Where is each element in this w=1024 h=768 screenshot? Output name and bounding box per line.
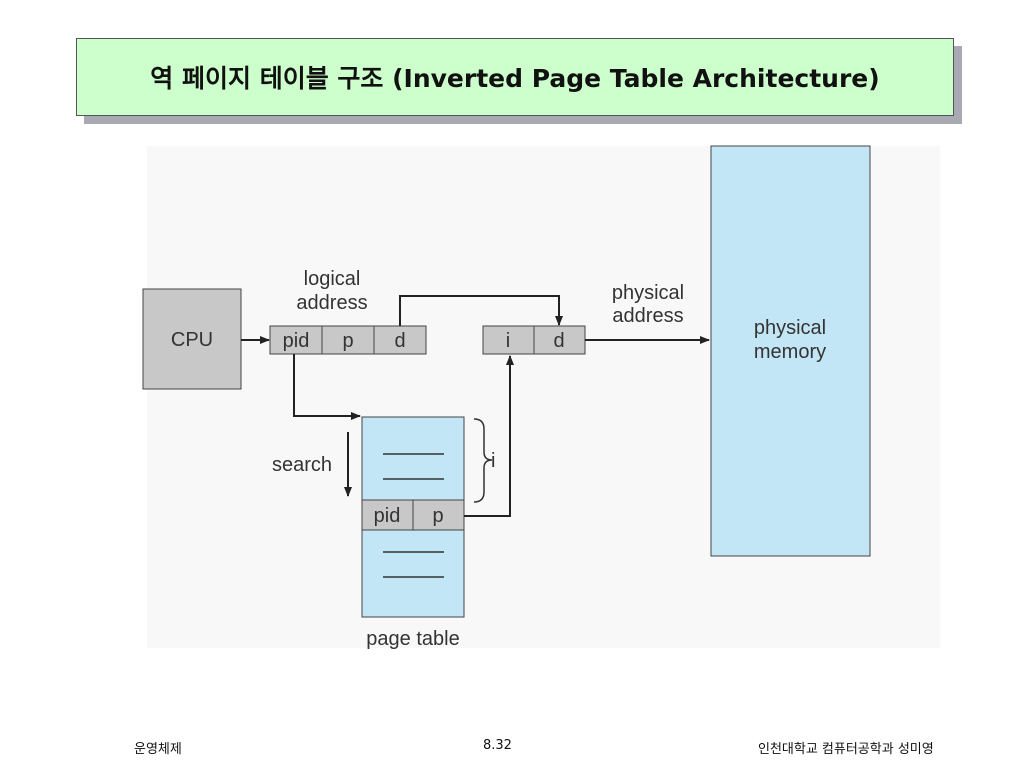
logical-address-label-line1: logical (304, 268, 361, 290)
physical-memory-box (710, 145, 871, 557)
cpu-box (142, 288, 242, 390)
offset-arrow (399, 295, 563, 326)
logical-address-label-line2: address (296, 292, 367, 314)
pid-to-table-arrow (293, 354, 361, 420)
physical-address-label-line2: address (612, 305, 683, 327)
page-table-upper (361, 416, 465, 501)
page-table-label: page table (366, 628, 459, 650)
table-entry-p-text: p (432, 505, 443, 527)
search-label: search (272, 454, 332, 476)
logical-pid-cell (269, 325, 323, 355)
physical-memory-label-line1: physical (754, 317, 826, 339)
page-table-lower (361, 529, 465, 618)
physical-d-cell (533, 325, 586, 355)
table-entry-pid-cell (361, 499, 414, 531)
entry-to-frame-arrow (464, 355, 514, 517)
physical-i-cell (482, 325, 535, 355)
physical-memory-label-line2: memory (754, 341, 826, 363)
logical-p-text: p (342, 330, 353, 352)
logical-p-cell (321, 325, 375, 355)
index-label: i (491, 450, 495, 472)
physical-address-label-line1: physical (612, 282, 684, 304)
table-entry-pid-text: pid (374, 505, 401, 527)
index-brace (473, 418, 493, 503)
slide-title: 역 페이지 테이블 구조 (Inverted Page Table Archit… (76, 38, 954, 116)
logical-d-text: d (394, 330, 405, 352)
footer-right: 인천대학교 컴퓨터공학과 성미영 (758, 742, 934, 757)
cpu-label: CPU (171, 329, 213, 351)
logical-d-cell (373, 325, 427, 355)
logical-pid-text: pid (283, 330, 310, 352)
footer-page-number: 8.32 (483, 738, 512, 753)
physical-i-text: i (506, 330, 510, 352)
physical-d-text: d (553, 330, 564, 352)
footer-left: 운영체제 (134, 742, 182, 757)
